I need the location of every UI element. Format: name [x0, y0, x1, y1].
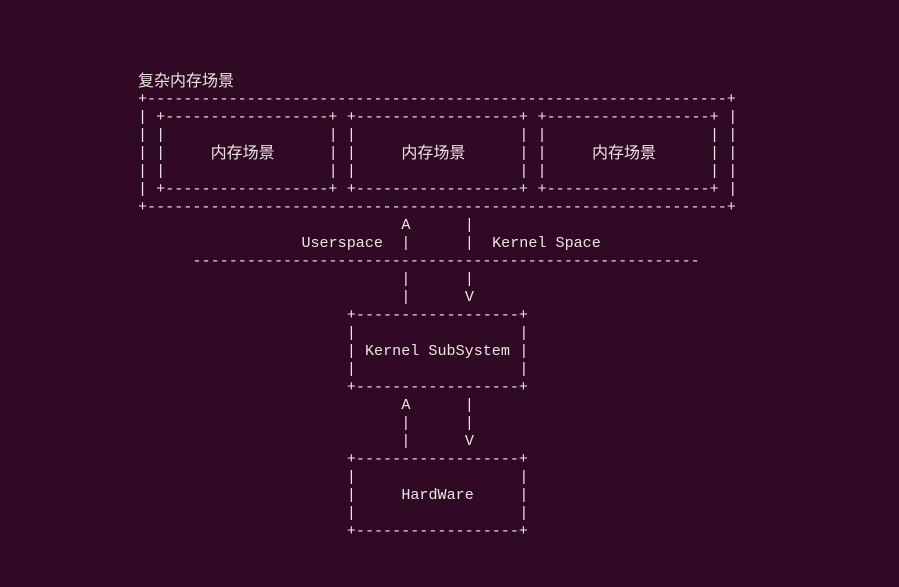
diagram-title: 复杂内存场景 — [138, 71, 235, 90]
scene-box-1-bottom: +------------------+ — [156, 180, 338, 198]
scene-box-3-left: | — [537, 162, 547, 180]
hardware-box-right: | — [519, 486, 529, 504]
hardware-box-left: | — [346, 468, 356, 486]
outer-box-right: | — [728, 108, 738, 126]
outer-box-right: | — [728, 144, 738, 162]
hardware-box-right: | — [519, 468, 529, 486]
scene-box-1-left: | — [156, 162, 166, 180]
hardware-box-right: | — [519, 504, 529, 522]
outer-box-left: | — [138, 108, 148, 126]
scene-box-1-top: +------------------+ — [156, 108, 338, 126]
arrow-shaft: | — [464, 396, 474, 414]
scene-label-1: 内存场景 — [210, 143, 275, 162]
outer-box-left: | — [138, 126, 148, 144]
scene-box-3-left: | — [537, 126, 547, 144]
hardware-box-left: | — [346, 486, 356, 504]
scene-box-2-bottom: +------------------+ — [346, 180, 528, 198]
kernel-subsystem-box-right: | — [519, 342, 529, 360]
scene-box-3-right: | — [710, 162, 720, 180]
scene-box-2-left: | — [346, 126, 356, 144]
outer-box-left: | — [138, 180, 148, 198]
scene-box-1-left: | — [156, 144, 166, 162]
scene-box-3-left: | — [537, 144, 547, 162]
arrow-down-head: V — [464, 288, 474, 306]
arrow-shaft: | — [464, 270, 474, 288]
scene-box-2-left: | — [346, 144, 356, 162]
arrow-shaft: | — [401, 288, 411, 306]
arrow-shaft: | — [401, 414, 411, 432]
arrow-shaft: | — [401, 234, 411, 252]
kernel-subsystem-box-left: | — [346, 324, 356, 342]
outer-box-right: | — [728, 162, 738, 180]
scene-box-2-top: +------------------+ — [346, 108, 528, 126]
scene-box-1-right: | — [328, 126, 338, 144]
scene-label-3: 内存场景 — [592, 143, 657, 162]
outer-box-right: | — [728, 126, 738, 144]
outer-box-left: | — [138, 162, 148, 180]
hardware-label: HardWare — [401, 486, 474, 504]
scene-box-3-top: +------------------+ — [537, 108, 719, 126]
scene-box-3-right: | — [710, 126, 720, 144]
scene-box-2-left: | — [346, 162, 356, 180]
outer-box-top: +---------------------------------------… — [138, 90, 736, 108]
outer-box-right: | — [728, 180, 738, 198]
arrow-shaft: | — [401, 270, 411, 288]
arrow-down-head: V — [464, 432, 474, 450]
scene-box-1-right: | — [328, 162, 338, 180]
arrow-shaft: | — [464, 234, 474, 252]
scene-box-2-right: | — [519, 162, 529, 180]
scene-box-1-right: | — [328, 144, 338, 162]
scene-box-2-right: | — [519, 144, 529, 162]
arrow-shaft: | — [464, 414, 474, 432]
arrow-up-head: A — [401, 396, 411, 414]
outer-box-left: | — [138, 144, 148, 162]
scene-label-2: 内存场景 — [401, 143, 466, 162]
scene-box-3-bottom: +------------------+ — [537, 180, 719, 198]
kernel-subsystem-box-left: | — [346, 360, 356, 378]
userspace-label: Userspace — [301, 234, 383, 252]
kernel-subsystem-box-left: | — [346, 342, 356, 360]
arrow-up-head: A — [401, 216, 411, 234]
outer-box-bottom: +---------------------------------------… — [138, 198, 736, 216]
hardware-box-top: +------------------+ — [346, 450, 528, 468]
arrow-shaft: | — [401, 432, 411, 450]
kernel-subsystem-box-right: | — [519, 324, 529, 342]
kernel-subsystem-box-bottom: +------------------+ — [346, 378, 528, 396]
hardware-box-left: | — [346, 504, 356, 522]
scene-box-1-left: | — [156, 126, 166, 144]
kernel-space-label: Kernel Space — [492, 234, 601, 252]
arrow-shaft: | — [464, 216, 474, 234]
scene-box-2-right: | — [519, 126, 529, 144]
userspace-kernel-divider: ----------------------------------------… — [192, 252, 700, 270]
hardware-box-bottom: +------------------+ — [346, 522, 528, 540]
scene-box-3-right: | — [710, 144, 720, 162]
kernel-subsystem-box-top: +------------------+ — [346, 306, 528, 324]
kernel-subsystem-label: Kernel SubSystem — [365, 342, 510, 360]
kernel-subsystem-box-right: | — [519, 360, 529, 378]
